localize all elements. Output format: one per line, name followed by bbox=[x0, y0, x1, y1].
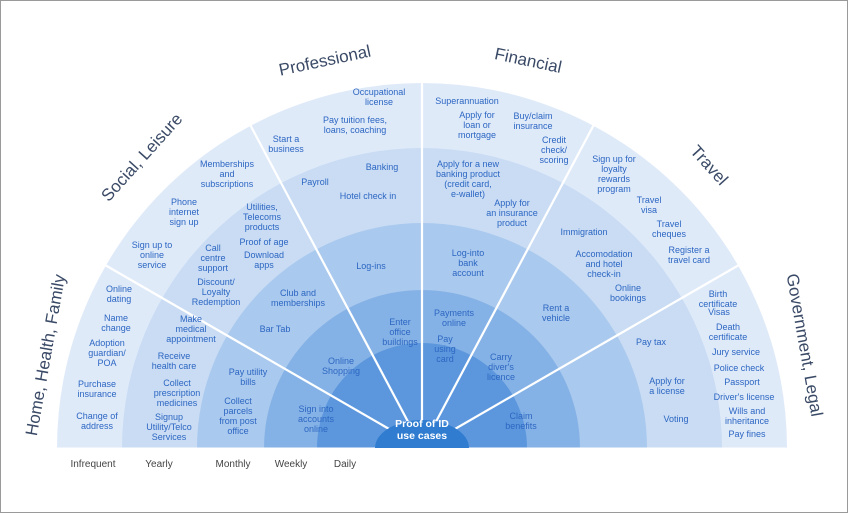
category-financial: Financial bbox=[493, 44, 564, 77]
use-case-pay-tax: Pay tax bbox=[636, 337, 667, 347]
use-case-pay-fines: Pay fines bbox=[728, 429, 766, 439]
use-case-hotel-check-in: Hotel check in bbox=[340, 191, 397, 201]
use-case-jury-service: Jury service bbox=[712, 347, 760, 357]
use-case-voting: Voting bbox=[663, 414, 688, 424]
frequency-label-yearly: Yearly bbox=[145, 459, 172, 470]
category-government-legal: Government, Legal bbox=[783, 272, 827, 418]
use-case-pay-tuition-fees-loans-coaching: Pay tuition fees,loans, coaching bbox=[323, 115, 387, 135]
use-case-banking: Banking bbox=[366, 162, 399, 172]
use-case-bar-tab: Bar Tab bbox=[260, 324, 291, 334]
frequency-label-weekly: Weekly bbox=[275, 459, 308, 470]
use-case-immigration: Immigration bbox=[560, 227, 607, 237]
frequency-axis-labels: Infrequent Yearly Monthly Weekly Daily bbox=[70, 459, 356, 470]
use-case-proof-of-age: Proof of age bbox=[239, 237, 288, 247]
category-professional: Professional bbox=[277, 42, 372, 80]
category-travel: Travel bbox=[686, 142, 731, 189]
frequency-label-infrequent: Infrequent bbox=[70, 459, 115, 470]
center-hub-shape bbox=[375, 420, 469, 448]
use-case-superannuation: Superannuation bbox=[435, 96, 499, 106]
category-divider-1 bbox=[99, 261, 423, 449]
category-divider-4 bbox=[421, 119, 598, 449]
use-case-log-ins: Log-ins bbox=[356, 261, 386, 271]
use-case-payroll: Payroll bbox=[301, 177, 329, 187]
use-case-police-check: Police check bbox=[714, 363, 765, 373]
use-case-visas: Visas bbox=[708, 307, 730, 317]
frequency-label-daily: Daily bbox=[334, 459, 356, 470]
use-case-driver-s-license: Driver's license bbox=[714, 392, 775, 402]
category-divider-2 bbox=[246, 119, 423, 449]
category-divider-5 bbox=[421, 261, 745, 449]
use-case-passport: Passport bbox=[724, 377, 760, 387]
frequency-label-monthly: Monthly bbox=[215, 459, 250, 470]
